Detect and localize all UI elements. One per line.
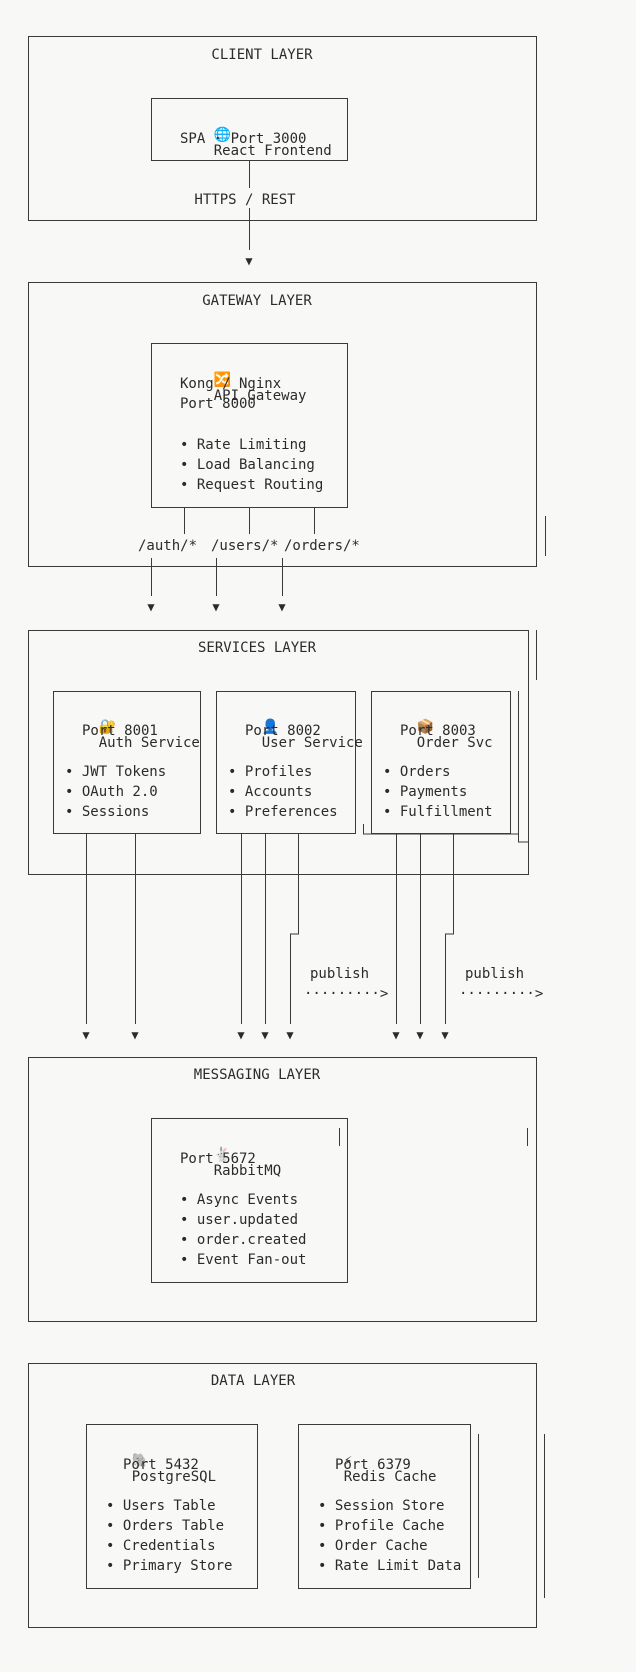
data-layer-title: DATA LAYER — [210, 1373, 296, 1389]
auth-feature: • Sessions — [65, 804, 150, 820]
messaging-layer-frame — [27, 1056, 538, 1323]
messaging-layer-title: MESSAGING LAYER — [193, 1067, 321, 1083]
data-layer-frame — [27, 1362, 538, 1629]
arrow-auth-2: ▼ — [131, 1028, 139, 1042]
gateway-layer-frame — [27, 281, 538, 568]
client-edge-label: HTTPS / REST — [190, 192, 300, 208]
client-layer-title: CLIENT LAYER — [211, 47, 313, 63]
redis-feature: • Profile Cache — [318, 1518, 445, 1534]
arrow-user-2: ▼ — [261, 1028, 269, 1042]
postgres-feature: • Users Table — [106, 1498, 216, 1514]
redis-box — [297, 1423, 472, 1590]
services-layer-title: SERVICES LAYER — [197, 640, 317, 656]
rabbitmq-feature: • Async Events — [180, 1192, 299, 1208]
gateway-title: API Gateway — [213, 388, 307, 404]
user-service-box — [215, 690, 357, 835]
user-feature: • Profiles — [228, 764, 313, 780]
arrow-order-2: ▼ — [416, 1028, 424, 1042]
arrow-user-1: ▼ — [237, 1028, 245, 1042]
route-users-label: /users/* — [211, 538, 279, 554]
auth-service-node[interactable]: 🔐 Auth Service — [65, 703, 200, 767]
order-feature: • Fulfillment — [383, 804, 493, 820]
order-wire-3 — [444, 834, 455, 1024]
redis-feature: • Session Store — [318, 1498, 445, 1514]
rabbitmq-feature: • order.created — [180, 1232, 307, 1248]
shuffle-icon: 🔀 — [213, 372, 232, 388]
arrow-to-gateway: ▼ — [245, 254, 253, 268]
auth-service-title: Auth Service — [98, 735, 200, 751]
order-service-title: Order Svc — [416, 735, 493, 751]
rabbitmq-feature: • user.updated — [180, 1212, 299, 1228]
arrow-to-orders: ▼ — [278, 600, 286, 614]
user-feature: • Accounts — [228, 784, 313, 800]
package-icon: 📦 — [416, 719, 435, 735]
route-orders-label: /orders/* — [284, 538, 360, 554]
rabbitmq-title: RabbitMQ — [213, 1163, 282, 1179]
gateway-node[interactable]: 🔀 API Gateway — [180, 356, 307, 420]
redis-node[interactable]: ⚡ Redis Cache — [310, 1437, 437, 1501]
publish-label-user: publish — [310, 966, 370, 982]
user-feature: • Preferences — [228, 804, 338, 820]
publish-arrow-user: ·········> — [304, 986, 389, 1002]
postgres-port: Port 5432 — [123, 1457, 199, 1473]
postgres-node[interactable]: 🐘 PostgreSQL — [98, 1437, 216, 1501]
rabbitmq-box — [150, 1117, 349, 1284]
postgres-feature: • Primary Store — [106, 1558, 233, 1574]
user-service-port: Port 8002 — [245, 723, 321, 739]
postgres-feature: • Orders Table — [106, 1518, 225, 1534]
order-feature: • Orders — [383, 764, 451, 780]
postgres-title: PostgreSQL — [131, 1469, 217, 1485]
route-auth-label: /auth/* — [138, 538, 198, 554]
auth-service-box — [52, 690, 202, 835]
gateway-box — [150, 342, 349, 509]
redis-title: Redis Cache — [343, 1469, 437, 1485]
order-service-port: Port 8003 — [400, 723, 476, 739]
lightning-icon: ⚡ — [343, 1453, 353, 1469]
redis-feature: • Order Cache — [318, 1538, 428, 1554]
arrow-to-auth: ▼ — [147, 600, 155, 614]
user-service-node[interactable]: 👤 User Service — [228, 703, 363, 767]
gateway-feature: • Load Balancing — [180, 457, 315, 473]
frontend-title: React Frontend — [213, 143, 332, 159]
publish-label-order: publish — [465, 966, 525, 982]
user-icon: 👤 — [261, 719, 280, 735]
order-service-node[interactable]: 📦 Order Svc — [383, 703, 493, 767]
gateway-tech: Kong / Nginx — [180, 376, 282, 392]
rabbit-icon: 🐇 — [213, 1147, 232, 1163]
rabbitmq-feature: • Event Fan-out — [180, 1252, 307, 1268]
frontend-subtitle: SPA · Port 3000 — [180, 131, 307, 147]
postgres-feature: • Credentials — [106, 1538, 216, 1554]
client-layer-frame — [27, 35, 538, 222]
auth-service-port: Port 8001 — [82, 723, 158, 739]
gateway-feature: • Rate Limiting — [180, 437, 307, 453]
elephant-icon: 🐘 — [131, 1453, 150, 1469]
arrow-to-users: ▼ — [212, 600, 220, 614]
gateway-layer-title: GATEWAY LAYER — [202, 293, 312, 309]
rabbitmq-port: Port 5672 — [180, 1151, 256, 1167]
postgres-box — [85, 1423, 259, 1590]
order-feature: • Payments — [383, 784, 468, 800]
redis-port: Port 6379 — [335, 1457, 411, 1473]
redis-feature: • Rate Limit Data — [318, 1558, 462, 1574]
arrow-order-3: ▼ — [441, 1028, 449, 1042]
user-wire-3 — [289, 834, 300, 1024]
rabbitmq-node[interactable]: 🐇 RabbitMQ — [180, 1131, 281, 1195]
frontend-node[interactable]: 🌐 React Frontend — [180, 111, 332, 175]
order-service-bracket — [362, 824, 520, 835]
auth-feature: • JWT Tokens — [65, 764, 167, 780]
gateway-feature: • Request Routing — [180, 477, 324, 493]
auth-feature: • OAuth 2.0 — [65, 784, 158, 800]
lock-key-icon: 🔐 — [98, 719, 117, 735]
arrow-order-1: ▼ — [392, 1028, 400, 1042]
publish-arrow-order: ·········> — [459, 986, 544, 1002]
arrow-user-3: ▼ — [286, 1028, 294, 1042]
globe-icon: 🌐 — [213, 127, 232, 143]
user-service-title: User Service — [261, 735, 363, 751]
arrow-auth-1: ▼ — [82, 1028, 90, 1042]
gateway-port: Port 8000 — [180, 396, 256, 412]
services-frame-corner-line — [517, 824, 530, 874]
